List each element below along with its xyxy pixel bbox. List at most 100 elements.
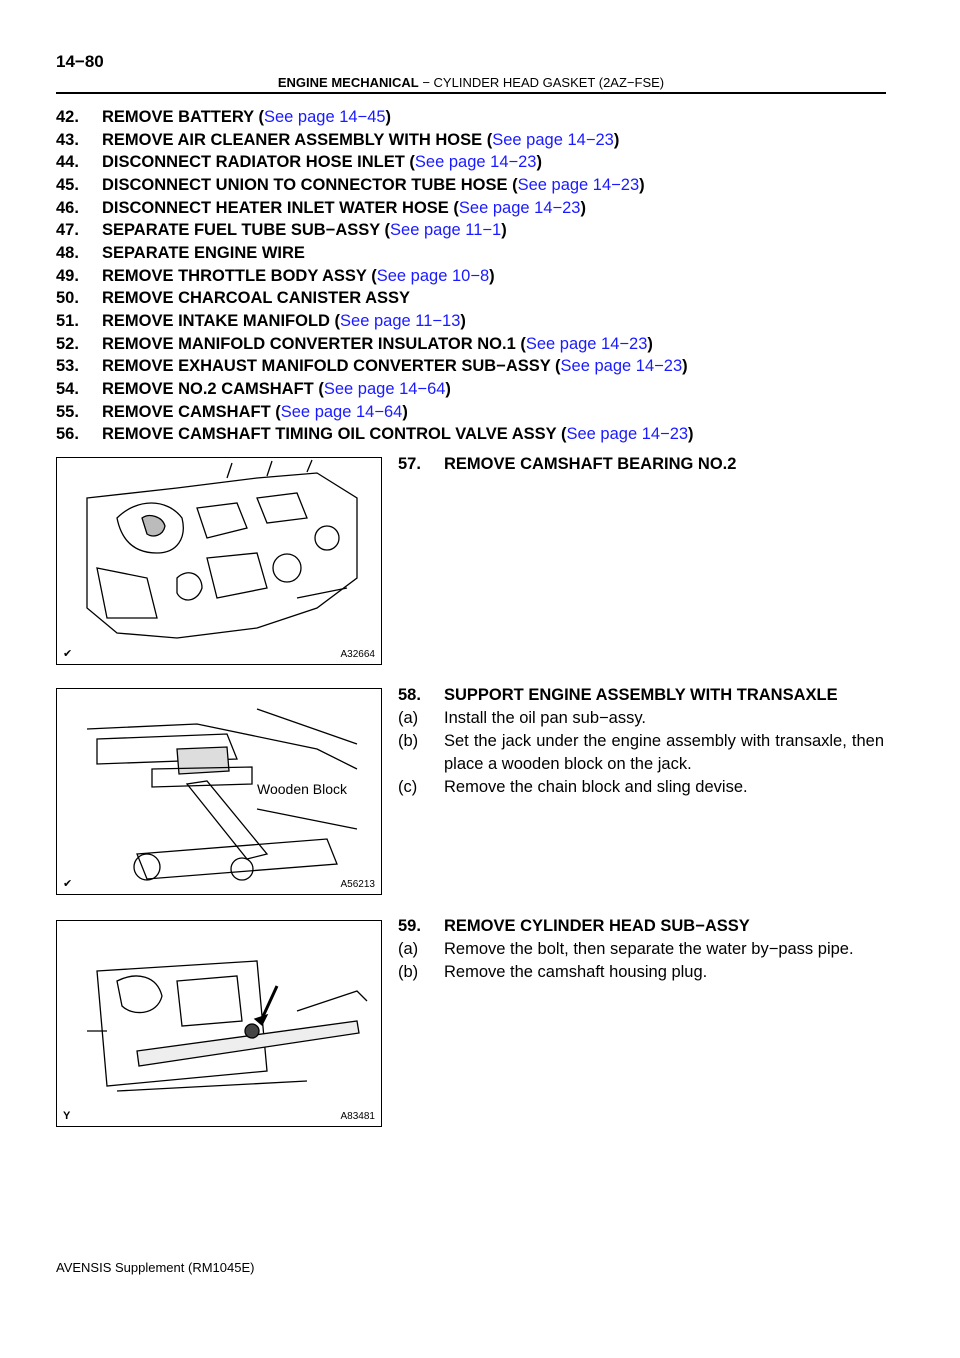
sub-step: (b)Set the jack under the engine assembl… — [398, 730, 898, 776]
sub-step-text: Remove the bolt, then separate the water… — [444, 940, 854, 958]
step-row: 52. REMOVE MANIFOLD CONVERTER INSULATOR N… — [56, 333, 916, 356]
sub-step-text: Install the oil pan sub−assy. — [444, 709, 646, 727]
step-text: REMOVE INTAKE MANIFOLD ( — [102, 312, 341, 331]
jack-illustration — [86, 708, 358, 881]
section-title: 59. REMOVE CYLINDER HEAD SUB−ASSY — [398, 914, 898, 938]
step-number: 45. — [56, 175, 79, 194]
see-page-link[interactable]: See page 11−13 — [340, 312, 461, 331]
see-page-link[interactable]: See page 14−45 — [263, 107, 386, 126]
step-number: 49. — [56, 266, 79, 285]
sub-step-text: Remove the chain block and sling devise. — [444, 778, 748, 796]
step-end: ) — [385, 107, 392, 126]
sub-step: (b) Remove the camshaft housing plug. — [398, 961, 898, 984]
section-title-text: SUPPORT ENGINE ASSEMBLY WITH TRANSAXLE — [444, 685, 838, 704]
page-header: ENGINE MECHANICAL − CYLINDER HEAD GASKET… — [56, 75, 886, 90]
step-row: 47.SEPARATE FUEL TUBE SUB−ASSY (See page… — [56, 219, 916, 242]
section-number: 57. — [398, 454, 421, 473]
see-page-link[interactable]: See page 14−64 — [280, 402, 403, 421]
step-text: DISCONNECT RADIATOR HOSE INLET ( — [102, 153, 415, 172]
wooden-block-label: Wooden Block — [257, 781, 348, 797]
step-number: 42. — [56, 107, 79, 126]
step-number: 55. — [56, 402, 79, 421]
step-row: 54.REMOVE NO.2 CAMSHAFT (See page 14−64) — [56, 378, 916, 401]
step-number: 52. — [56, 334, 79, 353]
step-end: ) — [460, 312, 466, 331]
step-text: REMOVE CAMSHAFT ( — [102, 402, 281, 421]
sub-step: (c) Remove the chain block and sling devi… — [398, 776, 898, 799]
see-page-link[interactable]: See page 11−1 — [390, 221, 502, 240]
step-row: 43. REMOVE AIR CLEANER ASSEMBLY WITH HOSE… — [56, 129, 916, 152]
section-59: 59. REMOVE CYLINDER HEAD SUB−ASSY (a) Remo… — [398, 914, 898, 984]
step-row: 48. SEPARATE ENGINE WIRE — [56, 242, 916, 265]
step-number: 46. — [56, 198, 79, 217]
step-row: 49.REMOVE THROTTLE BODY ASSY (See page 1… — [56, 265, 916, 288]
step-number: 54. — [56, 380, 79, 399]
see-page-link[interactable]: See page 14−23 — [566, 425, 689, 444]
see-page-link[interactable]: See page 14−23 — [458, 198, 581, 217]
step-row: 55. REMOVE CAMSHAFT (See page 14−64) — [56, 401, 916, 424]
step-row: 56.REMOVE CAMSHAFT TIMING OIL CONTROL VA… — [56, 424, 916, 447]
section-number: 58. — [398, 685, 421, 704]
header-rule — [56, 92, 886, 94]
see-page-link[interactable]: See page 14−23 — [525, 334, 648, 353]
step-end: ) — [682, 357, 688, 376]
step-text: DISCONNECT UNION TO CONNECTOR TUBE HOSE … — [102, 175, 518, 194]
section-title-text: REMOVE CYLINDER HEAD SUB−ASSY — [444, 916, 750, 935]
step-number: 48. — [56, 243, 79, 262]
sub-step-label: (b) — [398, 732, 419, 750]
section-title: 58. SUPPORT ENGINE ASSEMBLY WITH TRANSAXL… — [398, 683, 898, 707]
step-text: REMOVE EXHAUST MANIFOLD CONVERTER SUB−AS… — [102, 357, 561, 376]
see-page-link[interactable]: See page 14−23 — [492, 130, 614, 149]
step-text: REMOVE BATTERY ( — [102, 107, 264, 126]
figure-code: A32664 — [340, 649, 375, 660]
step-row: 53.REMOVE EXHAUST MANIFOLD CONVERTER SUB… — [56, 356, 916, 379]
section-title: 57. REMOVE CAMSHAFT BEARING NO.2 — [398, 452, 898, 476]
figure-mark: ✔ — [63, 878, 73, 890]
sub-step-text: Remove the camshaft housing plug. — [444, 963, 708, 981]
sub-step: (a) Install the oil pan sub−assy. — [398, 707, 898, 730]
step-end: ) — [613, 130, 620, 149]
figure-code: A83481 — [340, 1111, 375, 1122]
sub-step: (a) Remove the bolt, then separate the wa… — [398, 938, 898, 961]
step-end: ) — [536, 153, 542, 172]
header-section: ENGINE MECHANICAL — [277, 75, 419, 90]
step-end: ) — [402, 402, 408, 421]
step-text: REMOVE AIR CLEANER ASSEMBLY WITH HOSE ( — [102, 130, 493, 149]
step-text: DISCONNECT HEATER INLET WATER HOSE ( — [102, 198, 459, 217]
engine-head-illustration — [86, 459, 358, 639]
step-end: ) — [445, 380, 451, 399]
header-subtitle: CYLINDER HEAD GASKET (2AZ−FSE) — [433, 75, 665, 90]
figure-camshaft-bearing: ✔ A32664 — [56, 457, 382, 665]
see-page-link[interactable]: See page 14−64 — [323, 380, 446, 399]
sub-step-label: (b) — [398, 963, 419, 981]
step-end: ) — [688, 425, 694, 444]
step-number: 50. — [56, 289, 79, 308]
step-number: 43. — [56, 130, 79, 149]
section-title-text: REMOVE CAMSHAFT BEARING NO.2 — [444, 454, 737, 473]
section-58: 58. SUPPORT ENGINE ASSEMBLY WITH TRANSAXL… — [398, 683, 898, 799]
step-number: 44. — [56, 153, 79, 172]
figure-code: A56213 — [340, 879, 375, 890]
see-page-link[interactable]: See page 14−23 — [414, 153, 537, 172]
step-number: 47. — [56, 221, 79, 240]
figure-engine-support: Wooden Block ✔ A56213 — [56, 688, 382, 895]
step-row: 51. REMOVE INTAKE MANIFOLD (See page 11−1… — [56, 310, 916, 333]
step-end: ) — [501, 221, 507, 240]
step-text: SEPARATE ENGINE WIRE — [102, 243, 305, 262]
header-separator: − — [418, 75, 434, 90]
sub-step-label: (a) — [398, 709, 419, 727]
figure-mark: Y — [63, 1110, 71, 1122]
step-text: REMOVE MANIFOLD CONVERTER INSULATOR NO.1… — [102, 334, 526, 353]
page-footer: AVENSIS Supplement (RM1045E) — [56, 1260, 255, 1275]
step-text: REMOVE CAMSHAFT TIMING OIL CONTROL VALVE… — [102, 425, 567, 444]
sub-step-label: (a) — [398, 940, 419, 958]
step-number: 51. — [56, 312, 79, 331]
step-end: ) — [580, 198, 586, 217]
see-page-link[interactable]: See page 14−23 — [560, 357, 683, 376]
see-page-link[interactable]: See page 10−8 — [376, 266, 490, 285]
section-number: 59. — [398, 916, 421, 935]
sub-step-label: (c) — [398, 778, 418, 796]
step-row: 44. DISCONNECT RADIATOR HOSE INLET (See p… — [56, 151, 916, 174]
see-page-link[interactable]: See page 14−23 — [517, 175, 640, 194]
cylinder-head-illustration — [87, 960, 368, 1092]
